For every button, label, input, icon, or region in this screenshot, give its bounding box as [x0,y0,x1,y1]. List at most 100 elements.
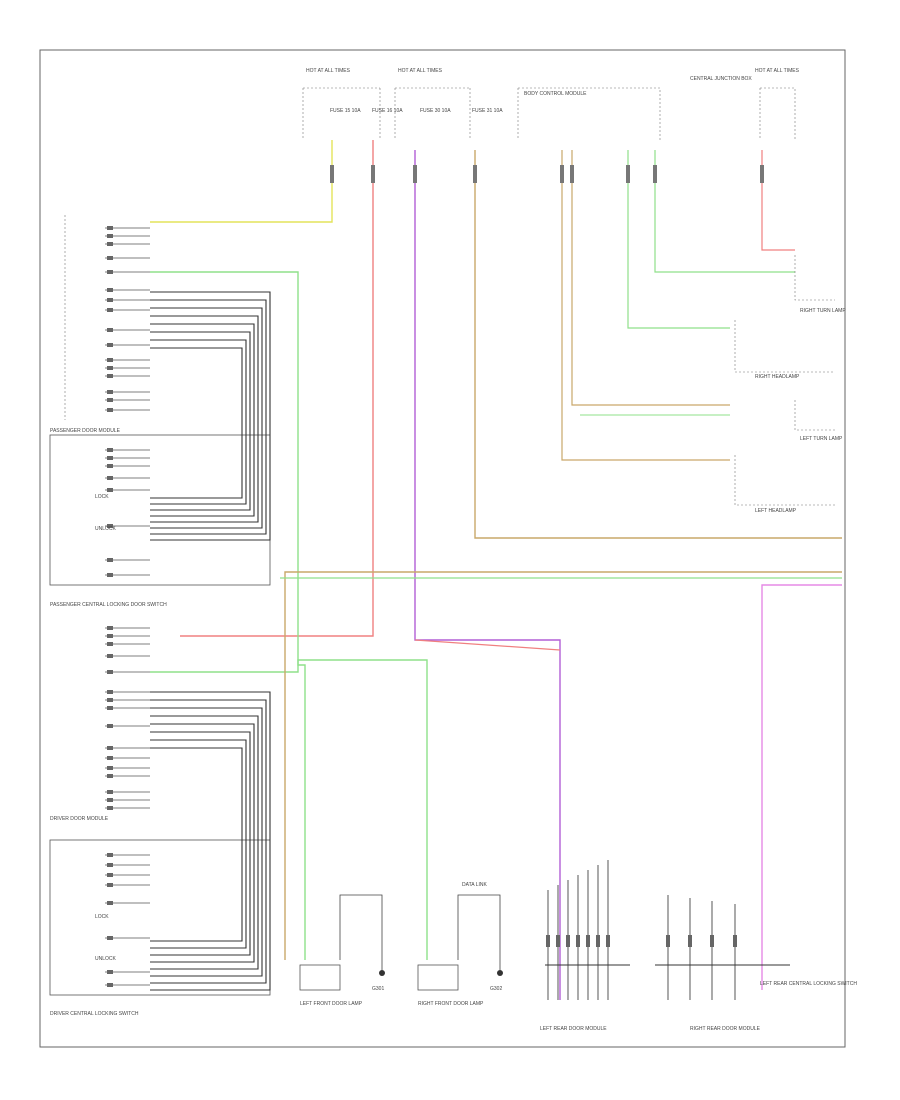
passenger-pin [107,558,113,562]
passenger-pin [107,573,113,577]
passenger-pin [107,408,113,412]
driver-module-label: DRIVER DOOR MODULE [50,816,109,822]
lr-pin [576,935,580,947]
passenger-loop-wire [150,291,271,541]
passenger-pin [107,358,113,362]
connector-stubs [330,165,764,183]
lr-pin [556,935,560,947]
connector-stub [760,165,764,183]
fuse-box-outline-a [302,87,381,140]
wire-tan-3 [561,150,730,461]
driver-pin [107,756,113,760]
passenger-pin [107,234,113,238]
right-turn-box [794,255,835,301]
wire-green-5 [654,150,795,273]
passenger-pin [107,256,113,260]
colored-wires [150,140,842,1000]
unlock-label-2: UNLOCK [95,956,117,962]
driver-pin [107,670,113,674]
passenger-pin [107,390,113,394]
connector-stub [570,165,574,183]
driver-loop-wire [150,731,251,956]
relay-box-outline [517,87,661,140]
driver-loop-wire [150,707,263,977]
passenger-pin [107,464,113,468]
wire-red-1 [180,140,374,637]
lock-label-2: LOCK [95,914,109,920]
passenger-loop-wire [150,323,255,517]
right-lamps: RIGHT TURN LAMP RIGHT HEADLAMP LEFT TURN… [734,255,846,514]
wire-purple [414,150,561,1000]
driver-pin [107,724,113,728]
lr-door-pins [545,860,630,1000]
rr-pin [733,935,737,947]
driver-pin [107,873,113,877]
lr-pin [586,935,590,947]
fuse-label-a: FUSE 15 10A [330,108,361,114]
right-fuse-outline [759,87,796,140]
left-turn-box [794,400,835,431]
hot-label-1: HOT AT ALL TIMES [306,68,351,74]
lr-pin [606,935,610,947]
wire-red-3 [761,150,795,251]
driver-loop-wire [150,739,247,949]
passenger-loop-wire [150,299,267,535]
driver-pin [107,853,113,857]
passenger-pin [107,456,113,460]
passenger-pin [107,308,113,312]
rr-door-pins [666,895,737,1000]
data-link-label: DATA LINK [462,882,487,888]
relay-label: BODY CONTROL MODULE [524,91,587,97]
ground-label-2: G302 [490,986,502,992]
driver-loop-wire [150,747,243,942]
connector-stub [330,165,334,183]
driver-pin [107,863,113,867]
driver-pin-rows [105,626,150,987]
driver-pin [107,634,113,638]
passenger-pin [107,366,113,370]
rr-door-module-label: RIGHT REAR DOOR MODULE [690,1026,761,1032]
wire-tan-2 [284,571,842,960]
driver-pin [107,798,113,802]
rr-pin [688,935,692,947]
passenger-module-label: PASSENGER DOOR MODULE [50,428,121,434]
fuse-label-d: FUSE 31 10A [472,108,503,114]
left-turn-lamp-label: LEFT TURN LAMP [800,436,843,442]
left-headlamp-label: LEFT HEADLAMP [755,508,797,514]
passenger-control-label: PASSENGER CENTRAL LOCKING DOOR SWITCH [50,602,167,608]
driver-loop-wire [150,723,255,963]
driver-loop-wire [150,699,267,984]
wire-magenta [761,584,842,990]
right-headlamp-label: RIGHT HEADLAMP [755,374,800,380]
passenger-pin [107,242,113,246]
lr-pin [546,935,550,947]
black-loop-wires [150,291,271,991]
rf-lamp-ground-wire [457,894,501,970]
driver-pin [107,766,113,770]
driver-pin [107,706,113,710]
driver-pin [107,690,113,694]
driver-pin [107,806,113,810]
wire-yellow [150,140,333,223]
lf-lamp-ground-wire [339,894,383,970]
passenger-pin [107,448,113,452]
rr-pin [710,935,714,947]
wire-green-4 [627,150,730,329]
connector-stub [371,165,375,183]
driver-pin [107,746,113,750]
right-turn-lamp-label: RIGHT TURN LAMP [800,308,846,314]
driver-pin [107,936,113,940]
diagram-frame [39,49,846,1048]
driver-pin [107,698,113,702]
passenger-loop-wire [150,331,251,511]
driver-pin [107,970,113,974]
driver-switch-label: DRIVER CENTRAL LOCKING SWITCH [50,1011,139,1017]
driver-module: DRIVER DOOR MODULE DRIVER CENTRAL LOCKIN… [49,626,271,1017]
passenger-pin [107,343,113,347]
driver-pin [107,790,113,794]
driver-pin [107,774,113,778]
ground-icon-1 [379,970,385,976]
wire-tan-4 [571,150,730,406]
